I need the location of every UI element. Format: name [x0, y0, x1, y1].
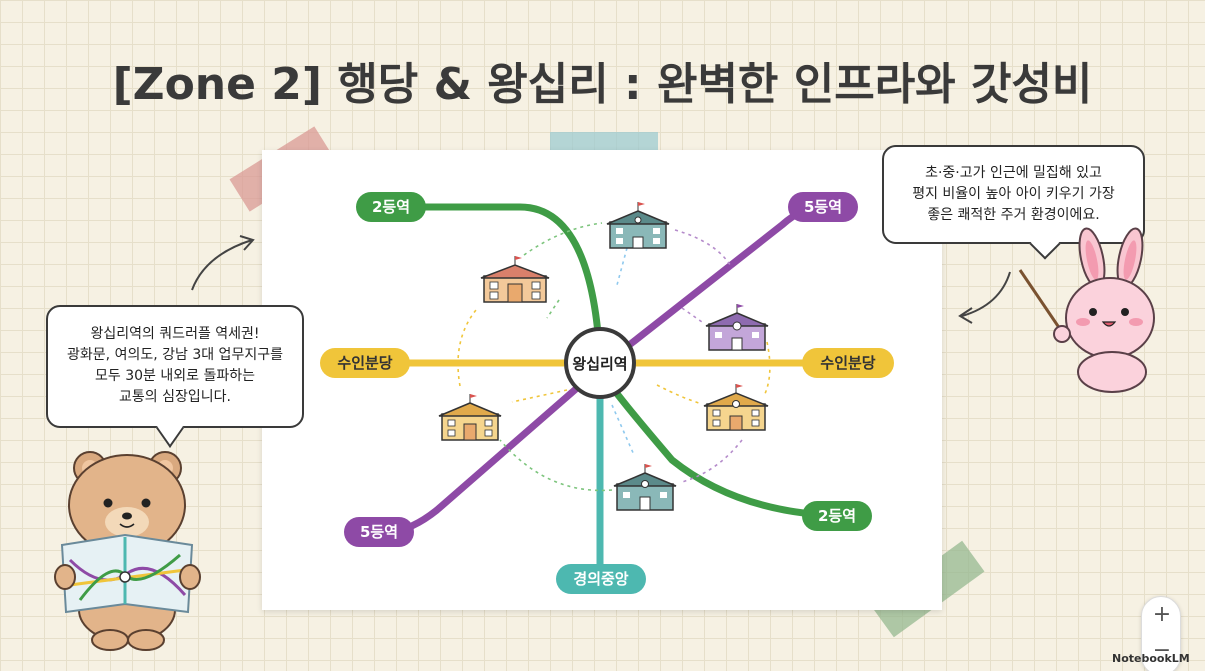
- curved-arrow-icon: [958, 271, 1011, 324]
- bubble-text-line: 초·중·고가 인근에 밀집해 있고: [925, 165, 1102, 181]
- page-title: [Zone 2] 행당 & 왕십리 : 완벽한 인프라와 갓성비: [112, 59, 1093, 110]
- svg-text:5등역: 5등역: [804, 198, 842, 216]
- svg-text:2등역: 2등역: [372, 198, 410, 216]
- bubble-text-line: 왕십리역의 쿼드러플 역세권!: [90, 326, 260, 342]
- zoom-control: + −: [1141, 596, 1181, 671]
- bear-icon: [54, 451, 201, 651]
- bear-speech-bubble: 왕십리역의 쿼드러플 역세권! 광화문, 여의도, 강남 3대 업무지구를 모두…: [46, 305, 304, 428]
- bubble-text-line: 교통의 심장입니다.: [119, 389, 231, 405]
- bubble-text-line: 광화문, 여의도, 강남 3대 업무지구를: [67, 347, 283, 363]
- line5-top-pill: 5등역: [788, 192, 858, 222]
- bundang-right-pill: 수인분당: [802, 348, 894, 378]
- school-icon: [613, 464, 677, 511]
- zoom-in-button[interactable]: +: [1152, 602, 1172, 627]
- bubble-text-line: 모두 30분 내외로 돌파하는: [95, 368, 255, 384]
- line2-top-pill: 2등역: [356, 192, 426, 222]
- zoom-out-button[interactable]: −: [1152, 638, 1172, 663]
- connection-arrows: [457, 222, 771, 492]
- line5-bottom-pill: 5등역: [344, 517, 414, 547]
- school-icon: [438, 394, 502, 441]
- bubble-text-line: 좋은 쾌적한 주거 환경이에요.: [927, 207, 1100, 223]
- school-icon: [703, 384, 769, 431]
- svg-text:경의중앙: 경의중앙: [573, 570, 628, 588]
- gyeongui-pill: 경의중앙: [556, 564, 646, 594]
- school-icon: [606, 202, 670, 249]
- svg-text:수인분당: 수인분당: [820, 354, 875, 372]
- center-station-label: 왕십리역: [572, 355, 627, 373]
- subway-map: 왕십리역 2등역 5등역 수인분당 수인분당 5등역 2등역 경의중앙: [320, 192, 894, 594]
- subway-map-card: 왕십리역 2등역 5등역 수인분당 수인분당 5등역 2등역 경의중앙: [262, 150, 942, 610]
- svg-text:5등역: 5등역: [360, 523, 398, 541]
- school-icon: [480, 256, 550, 303]
- bundang-left-pill: 수인분당: [320, 348, 410, 378]
- svg-text:2등역: 2등역: [818, 507, 856, 525]
- rabbit-speech-bubble: 초·중·고가 인근에 밀집해 있고 평지 비율이 높아 아이 키우기 가장 좋은…: [882, 145, 1145, 244]
- school-icon: [705, 304, 769, 351]
- center-station-marker: [564, 327, 636, 399]
- bubble-text-line: 평지 비율이 높아 아이 키우기 가장: [912, 186, 1115, 202]
- curved-arrow-icon: [191, 235, 255, 291]
- line2-bottom-pill: 2등역: [802, 501, 872, 531]
- svg-text:수인분당: 수인분당: [337, 354, 392, 372]
- brand-label: NotebookLM: [1112, 652, 1190, 665]
